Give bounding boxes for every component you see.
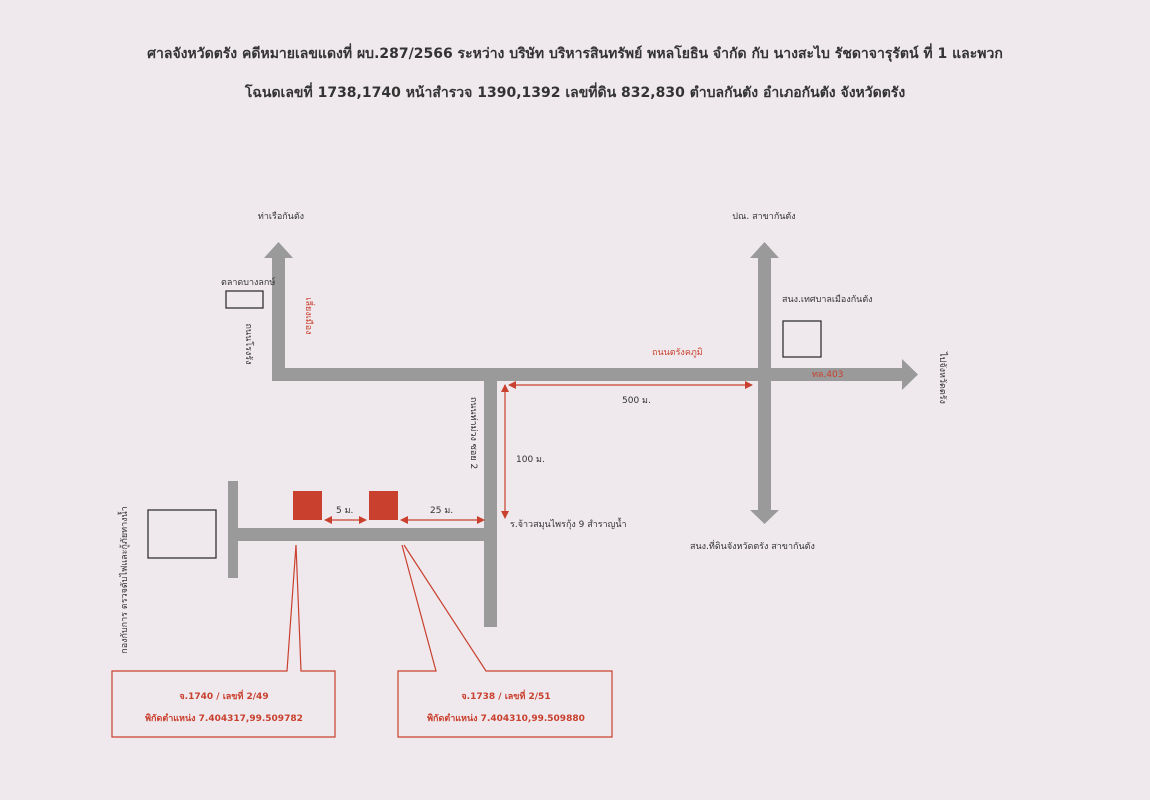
main-road-east-arrow-icon <box>902 359 918 390</box>
callout-lines <box>111 544 613 738</box>
distance-100m-label: 100 ม. <box>516 455 545 465</box>
roads <box>228 242 918 627</box>
east-road-south-arrow-icon <box>750 510 779 524</box>
land-office-label: สนง.ที่ดินจังหวัดตรัง สาขากันตัง <box>690 539 815 552</box>
parcel-1740-callout-box <box>111 544 336 738</box>
parcel-1738-coordinates: พิกัดตำแหน่ง 7.404310,99.509880 <box>427 713 585 724</box>
main-road <box>272 368 904 381</box>
east-road <box>758 255 771 513</box>
map-labels: ท่าเรือกันตัง ตลาดบางลกษ์ ถนนโรงรัง เลี่… <box>117 211 948 654</box>
far-west-road <box>228 481 238 578</box>
fisheries-office-building <box>147 509 217 559</box>
west-road-north-arrow-icon <box>264 242 293 258</box>
post-office-label: ปณ. สาขากันตัง <box>732 212 795 222</box>
map-title-line-2: โฉนดเลขที่ 1738,1740 หน้าสำรวจ 1390,1392… <box>244 85 906 101</box>
parcel-1740-title: จ.1740 / เลขที่ 2/49 <box>179 689 268 702</box>
east-road-north-arrow-icon <box>750 242 779 258</box>
west-road-label: ถนนโรงรัง <box>243 323 254 364</box>
distance-markers <box>324 381 753 524</box>
municipal-office-building <box>782 320 822 358</box>
highway-label: ทล.403 <box>812 370 844 380</box>
market-label: ตลาดบางลกษ์ <box>221 276 276 288</box>
distance-25m-label: 25 ม. <box>430 506 453 516</box>
parcel-1738-callout-box <box>397 544 613 738</box>
distance-500m-label: 500 ม. <box>622 396 651 406</box>
market-building <box>225 290 264 309</box>
to-pier-label: ท่าเรือกันตัง <box>258 211 304 222</box>
coconut-shop-label: ร.จ้าวสมุนไพรกุ้ง 9 สำราญน้ำ <box>510 517 627 530</box>
center-road <box>484 368 497 627</box>
to-trang-label: ไปจังหวัดตรัง <box>937 351 948 404</box>
main-road-label: ถนนตรังคภูมิ <box>652 347 703 358</box>
parcel-1738-marker <box>369 491 398 520</box>
fisheries-office-label: กองกับการ ตรวจดับไฟและกู้ภัยทางน้ำ <box>117 506 130 653</box>
parcel-callouts: จ.1740 / เลขที่ 2/49 พิกัดตำแหน่ง 7.4043… <box>145 689 585 724</box>
west-road <box>272 255 285 381</box>
distance-5m-label: 5 ม. <box>336 506 353 516</box>
lower-road <box>231 528 497 541</box>
bypass-road-label: เลี่ยงเมือง <box>303 297 316 334</box>
map-title-line-1: ศาลจังหวัดตรัง คดีหมายเลขแดงที่ ผบ.287/2… <box>147 46 1003 62</box>
center-road-label: ถนนท่าม่วง ซอย 2 <box>468 397 478 469</box>
municipal-office-label: สนง.เทศบาลเมืองกันตัง <box>782 294 873 305</box>
parcel-1738-title: จ.1738 / เลขที่ 2/51 <box>461 689 550 702</box>
parcel-1740-coordinates: พิกัดตำแหน่ง 7.404317,99.509782 <box>145 713 303 724</box>
buildings <box>147 290 822 559</box>
parcel-1740-marker <box>293 491 322 520</box>
